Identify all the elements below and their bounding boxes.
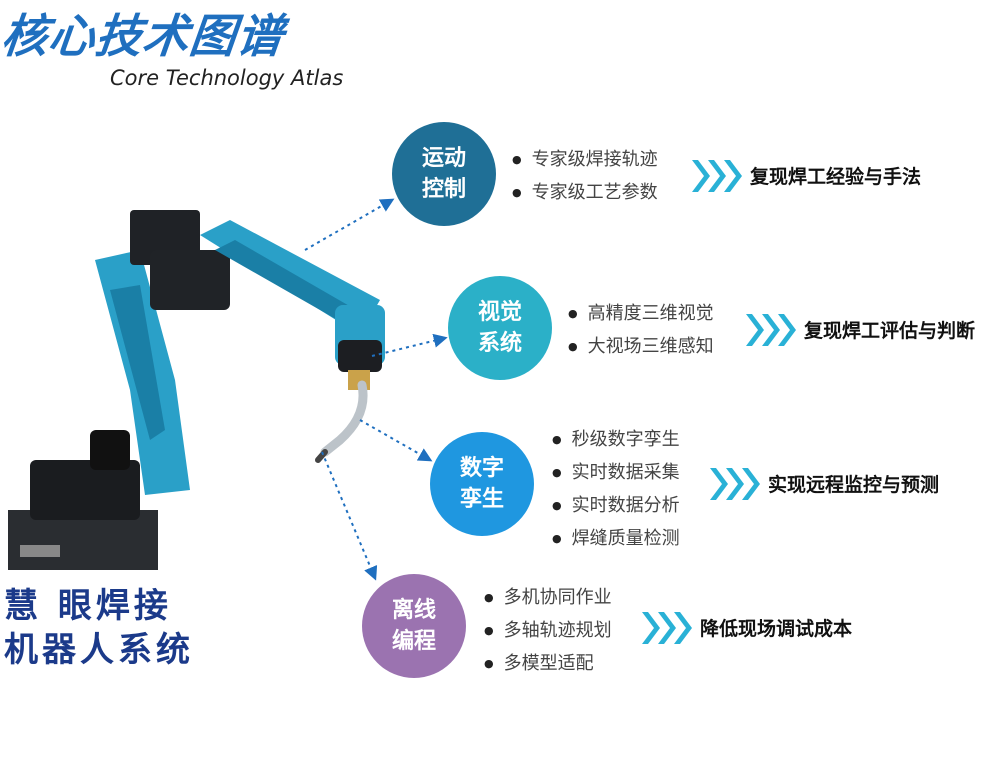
module-title-line1: 数字 <box>459 456 504 481</box>
list-item: 焊缝质量检测 <box>552 523 680 556</box>
module-title-line1: 运动 <box>421 146 466 171</box>
module-points-digital-twin: 秒级数字孪生 实时数据采集 实时数据分析 焊缝质量检测 <box>552 424 680 556</box>
module-title-line1: 离线 <box>391 598 436 623</box>
module-title-line1: 视觉 <box>477 300 522 325</box>
list-item: 多机协同作业 <box>484 582 612 615</box>
module-circle-vision-system: 视觉 系统 <box>448 276 552 380</box>
list-item: 大视场三维感知 <box>568 331 714 364</box>
module-points-offline-programming: 多机协同作业 多轴轨迹规划 多模型适配 <box>484 582 612 681</box>
arrow-to-digital-twin <box>359 419 433 462</box>
triple-chevron-icon <box>710 468 760 500</box>
list-item: 秒级数字孪生 <box>552 424 680 457</box>
core-technology-diagram: 核心技术图谱 Core Technology Atlas 慧 眼焊接 机器人系统 <box>0 0 1000 688</box>
module-circle-motion-control: 运动 控制 <box>392 122 496 226</box>
module-circle-digital-twin: 数字 孪生 <box>430 432 534 536</box>
list-item: 实时数据采集 <box>552 457 680 490</box>
module-circle-offline-programming: 离线 编程 <box>362 574 466 678</box>
module-points-vision-system: 高精度三维视觉 大视场三维感知 <box>568 298 714 364</box>
module-result-vision-system: 复现焊工评估与判断 <box>804 320 976 342</box>
product-name-line1: 慧 眼焊接 <box>4 586 172 626</box>
connector-arrows <box>304 198 448 581</box>
welding-robot-illustration <box>8 210 385 570</box>
module-title-line2: 系统 <box>477 331 522 356</box>
list-item: 多轴轨迹规划 <box>484 615 612 648</box>
page-subtitle: Core Technology Atlas <box>110 66 344 90</box>
arrow-to-offline-programming <box>321 451 378 581</box>
module-title-line2: 编程 <box>391 629 436 654</box>
triple-chevron-icon <box>746 314 796 346</box>
module-result-offline-programming: 降低现场调试成本 <box>700 618 853 640</box>
product-name-line2: 机器人系统 <box>4 630 194 670</box>
arrow-to-vision-system <box>371 333 448 357</box>
module-result-motion-control: 复现焊工经验与手法 <box>750 166 922 188</box>
list-item: 多模型适配 <box>484 648 612 681</box>
list-item: 专家级工艺参数 <box>512 177 658 210</box>
arrow-to-motion-control <box>304 198 395 251</box>
module-result-digital-twin: 实现远程监控与预测 <box>768 474 940 496</box>
triple-chevron-icon <box>642 612 692 644</box>
module-title-line2: 孪生 <box>459 487 504 512</box>
module-points-motion-control: 专家级焊接轨迹 专家级工艺参数 <box>512 144 658 210</box>
triple-chevron-icon <box>692 160 742 192</box>
list-item: 高精度三维视觉 <box>568 298 714 331</box>
list-item: 实时数据分析 <box>552 490 680 523</box>
list-item: 专家级焊接轨迹 <box>512 144 658 177</box>
module-title-line2: 控制 <box>421 177 466 202</box>
